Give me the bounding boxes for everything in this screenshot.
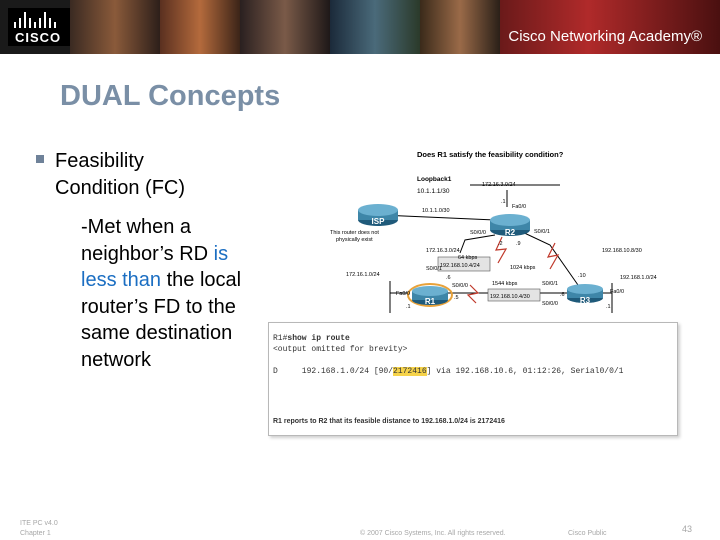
label-r3-dot10: .10	[578, 273, 586, 279]
console-omitted: <output omitted for brevity>	[273, 345, 408, 354]
route-suffix: ] via 192.168.10.6, 01:12:26, Serial0/0/…	[426, 367, 624, 376]
label-r2-s001: S0/0/1	[534, 229, 550, 235]
network-box-r1-r2-label: 192.168.10.4/24	[440, 263, 480, 269]
bullet-text: Feasibility Condition (FC)	[55, 148, 185, 202]
label-net-r2-top: 172.16.3.0/24	[482, 182, 516, 188]
label-r1-dot1: .1	[406, 304, 411, 310]
link-r1-r2	[459, 234, 496, 254]
console-prompt: R1#	[273, 334, 288, 343]
cisco-logo: CISCO	[8, 8, 70, 46]
label-r3-dot1: .1	[606, 304, 611, 310]
label-isp-link: 10.1.1.0/30	[422, 208, 450, 214]
bullet-line-2: Condition (FC)	[55, 177, 186, 199]
router-r2: R2	[490, 214, 530, 237]
network-box-r1-r2	[437, 256, 491, 272]
footer-classification: Cisco Public	[568, 530, 607, 537]
sub-text-part-1: -Met when a neighbor’s RD	[81, 216, 214, 265]
label-net-r3-lan: 192.168.1.0/24	[620, 275, 657, 281]
label-r2-dot9: .9	[516, 241, 521, 247]
slide-title: DUAL Concepts	[60, 80, 281, 112]
label-kbps-1544: 1544 kbps	[492, 281, 518, 287]
cisco-bars-icon	[14, 12, 56, 28]
label-r2-dot2: .2	[498, 241, 503, 247]
cisco-logo-text: CISCO	[15, 30, 62, 45]
router-r1-label: R1	[425, 297, 436, 306]
router-isp-label: ISP	[372, 217, 386, 226]
router-isp: ISP	[358, 204, 398, 226]
banner-photo	[330, 0, 420, 54]
label-r1-fa: Fa0/0	[396, 291, 410, 297]
label-r1-s000: S0/0/0	[452, 283, 468, 289]
diagram-question: Does R1 satisfy the feasibility conditio…	[417, 150, 564, 159]
label-r1-dot6: .6	[446, 275, 451, 281]
banner-photo	[500, 0, 720, 54]
banner-photo	[70, 0, 160, 54]
label-r1-dot5: .5	[454, 295, 459, 301]
serial-bolt-icon	[466, 284, 480, 304]
banner-photo	[160, 0, 240, 54]
route-prefix: D 192.168.1.0/24 [90/	[273, 367, 394, 376]
network-topology-diagram: Does R1 satisfy the feasibility conditio…	[330, 150, 657, 313]
console-route-line: D 192.168.1.0/24 [90/2172416] via 192.16…	[273, 367, 623, 376]
label-kbps-1024: 1024 kbps	[510, 265, 536, 271]
label-net-r1-lan: 172.16.1.0/24	[346, 272, 380, 278]
footer-chapter: Chapter 1	[20, 530, 51, 537]
serial-bolt-icon	[546, 242, 560, 270]
sub-text-part-2: the local router’s FD to the same destin…	[81, 269, 242, 371]
bullet-square-icon	[36, 155, 44, 163]
router-r1: R1	[407, 283, 453, 307]
router-r3: R3	[567, 284, 603, 305]
footer-copyright: © 2007 Cisco Systems, Inc. All rights re…	[360, 530, 506, 537]
label-net-r1-r2: 172.16.3.0/24	[426, 248, 460, 254]
console-command: show ip route	[287, 334, 350, 343]
bullet-line-1: Feasibility	[55, 150, 144, 172]
label-kbps-64: 64 kbps	[458, 255, 478, 261]
page-number: 43	[682, 524, 693, 534]
isp-note-line-2: physically exist	[336, 237, 373, 243]
label-r3-s000: S0/0/0	[542, 301, 558, 307]
route-metric-highlight: 2172416	[393, 367, 427, 376]
label-r3-s001: S0/0/1	[542, 281, 558, 287]
label-net-r2-r3: 192.168.10.8/30	[602, 248, 642, 254]
router-r3-label: R3	[580, 296, 591, 305]
router-r2-label: R2	[505, 228, 516, 237]
serial-bolt-icon	[495, 236, 508, 264]
loopback-title: Loopback1	[417, 176, 452, 183]
academy-title: Cisco Networking Academy®	[508, 28, 702, 45]
label-r1-s001: S0/0/1	[426, 266, 442, 272]
header-banner: CISCO Cisco Networking Academy®	[0, 0, 720, 54]
label-r2-dot1: .1	[501, 199, 506, 205]
banner-photo	[420, 0, 500, 54]
label-r2-s000: S0/0/0	[470, 230, 486, 236]
console-command-line: R1#show ip route	[273, 334, 350, 343]
link-isp-r2	[379, 214, 496, 221]
network-box-r1-r3	[487, 288, 541, 302]
banner-photo	[240, 0, 330, 54]
label-r2-fa: Fa0/0	[512, 204, 526, 210]
loopback-address: 10.1.1.1/30	[417, 188, 450, 195]
sub-bullet-text: -Met when a neighbor’s RD is less than t…	[81, 214, 256, 373]
label-r3-dot6: .6	[560, 292, 565, 298]
console-note: R1 reports to R2 that its feasible dista…	[273, 418, 505, 425]
network-box-r1-r3-label: 192.168.10.4/30	[490, 294, 530, 300]
link-r2-r3	[517, 229, 579, 286]
isp-note-line-1: This router does not	[330, 230, 379, 236]
label-r3-fa: Fa0/0	[610, 289, 624, 295]
console-output: R1#show ip route <output omitted for bre…	[268, 322, 678, 436]
sub-text-highlight: is less than	[81, 242, 229, 292]
footer-course: ITE PC v4.0	[20, 520, 58, 527]
